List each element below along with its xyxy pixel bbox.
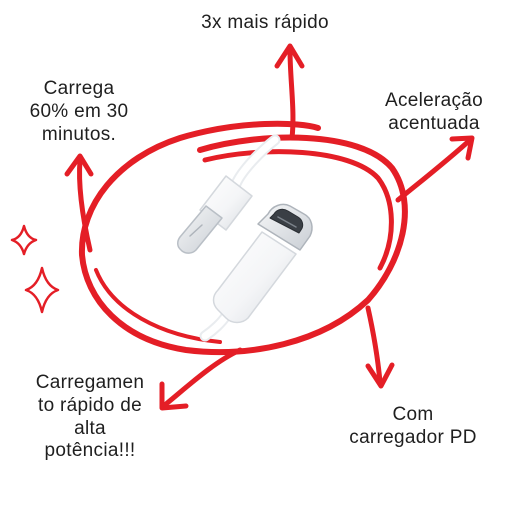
arrow-left <box>64 153 94 253</box>
arrow-bottom-left <box>159 347 243 411</box>
label-acceleration: Aceleração acentuada <box>384 90 484 134</box>
arrow-bottom-right <box>365 305 395 389</box>
arrow-right <box>395 135 475 203</box>
sparkle-icon <box>24 266 60 314</box>
arrow-top <box>274 43 305 141</box>
sparkle-icon <box>10 224 38 256</box>
label-charge-time: Carrega 60% em 30 minutos. <box>29 78 129 145</box>
label-high-power: Carregamen to rápido de alta potência!!! <box>35 372 145 462</box>
usb-c-to-lightning-cable-icon <box>177 134 313 342</box>
label-speed: 3x mais rápido <box>201 12 329 33</box>
label-pd-charger: Com carregador PD <box>349 404 477 448</box>
